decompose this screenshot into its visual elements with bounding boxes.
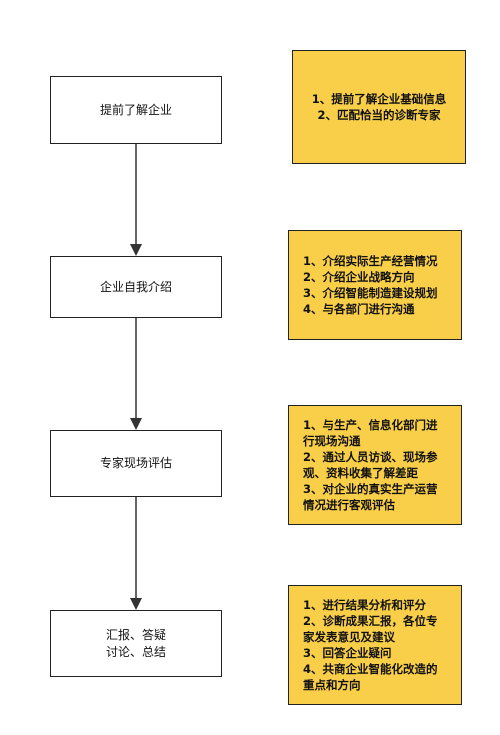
note-line: 1、介绍实际生产经营情况	[303, 254, 438, 268]
step-label: 提前了解企业	[99, 102, 172, 117]
arrowhead-1	[130, 244, 142, 256]
note-line: 3、对企业的真实生产运营	[303, 482, 438, 496]
note-line: 3、介绍智能制造建设规划	[303, 286, 438, 300]
step-label-line-2: 讨论、总结	[105, 644, 166, 659]
step-box-introduction: 企业自我介绍	[50, 256, 222, 318]
note-line: 行现场沟通	[303, 434, 361, 448]
note-line: 4、共商企业智能化改造的	[303, 662, 438, 676]
note-line: 2、匹配恰当的诊断专家	[317, 108, 441, 122]
step-box-prepare: 提前了解企业	[50, 76, 222, 144]
note-line: 1、进行结果分析和评分	[303, 598, 427, 612]
note-line: 2、诊断成果汇报，各位专	[303, 614, 438, 628]
step-box-report-summary: 汇报、答疑 讨论、总结	[50, 610, 222, 677]
arrowhead-2	[130, 418, 142, 430]
note-line: 1、提前了解企业基础信息	[311, 92, 447, 106]
note-line: 1、与生产、信息化部门进	[303, 418, 438, 432]
step-label-line-1: 汇报、答疑	[105, 627, 166, 642]
step-label: 企业自我介绍	[99, 279, 172, 294]
note-line: 情况进行客观评估	[303, 498, 395, 512]
step-label: 专家现场评估	[99, 456, 172, 470]
note-line: 4、与各部门进行沟通	[303, 302, 415, 316]
note-box-report-summary: 1、进行结果分析和评分 2、诊断成果汇报，各位专 家发表意见及建议 3、回答企业…	[288, 585, 462, 705]
note-line: 2、通过人员访谈、现场参	[303, 450, 438, 464]
note-line: 观、资料收集了解差距	[303, 466, 418, 480]
note-box-prepare: 1、提前了解企业基础信息 2、匹配恰当的诊断专家	[292, 50, 466, 164]
note-line: 家发表意见及建议	[303, 630, 395, 644]
note-box-introduction: 1、介绍实际生产经营情况 2、介绍企业战略方向 3、介绍智能制造建设规划 4、与…	[288, 230, 462, 340]
note-line: 重点和方向	[303, 678, 361, 692]
note-box-onsite-assessment: 1、与生产、信息化部门进 行现场沟通 2、通过人员访谈、现场参 观、资料收集了解…	[288, 405, 462, 525]
arrowhead-3	[130, 598, 142, 610]
note-line: 2、介绍企业战略方向	[303, 270, 415, 284]
step-box-onsite-assessment: 专家现场评估	[50, 430, 222, 497]
note-line: 3、回答企业疑问	[303, 646, 392, 660]
